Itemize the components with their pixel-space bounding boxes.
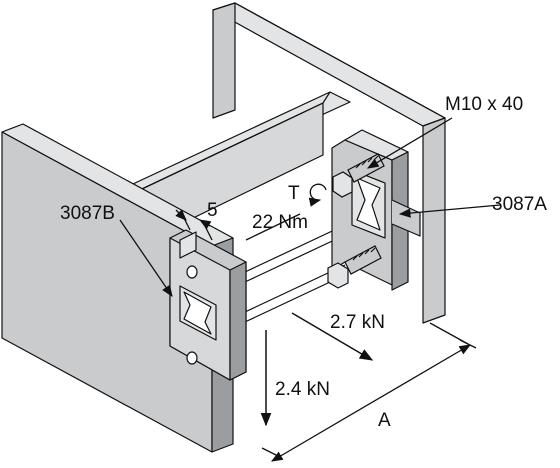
bolt-label: M10 x 40 bbox=[445, 94, 523, 115]
torque-symbol-label: T bbox=[288, 183, 300, 204]
leader-bolt bbox=[366, 117, 453, 169]
leader-lines bbox=[119, 117, 501, 297]
gap-label: 5 bbox=[207, 200, 218, 221]
right-beam bbox=[212, 2, 446, 324]
force-horizontal-label: 2.7 kN bbox=[330, 312, 385, 333]
clamp-3087b-label: 3087B bbox=[60, 203, 115, 224]
force-vertical-label: 2.4 kN bbox=[275, 379, 330, 400]
leader-3087b bbox=[119, 219, 173, 297]
clamp-3087a bbox=[331, 129, 421, 291]
clamp-3087a-label: 3087A bbox=[492, 194, 547, 215]
clamp-3087b bbox=[169, 229, 247, 381]
bolt-lower bbox=[327, 245, 382, 289]
dimension-a-label: A bbox=[378, 410, 391, 431]
torque-value-label: 22 Nm bbox=[252, 212, 308, 233]
leader-3087a bbox=[398, 204, 501, 218]
dimension-a bbox=[261, 322, 477, 462]
torque-arc bbox=[308, 183, 327, 207]
